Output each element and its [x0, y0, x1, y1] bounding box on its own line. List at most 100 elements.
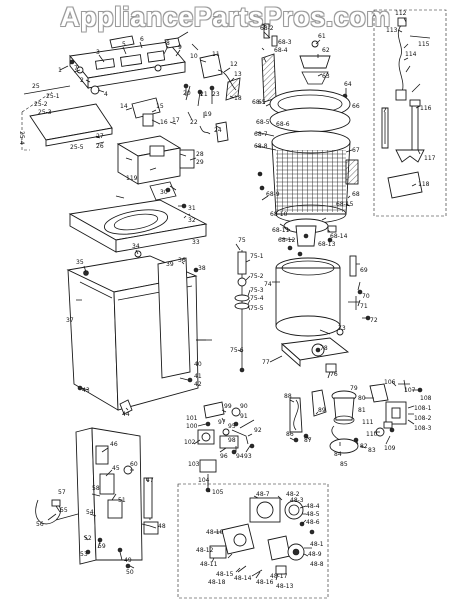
label-117: 117 — [424, 155, 436, 162]
label-25-3: 25-3 — [38, 109, 52, 116]
label-112: 112 — [395, 10, 407, 17]
label-91: 91 — [240, 413, 248, 420]
label-42: 42 — [194, 381, 202, 388]
label-56: 56 — [36, 521, 44, 528]
label-98: 98 — [228, 437, 236, 444]
label-32: 32 — [188, 217, 196, 224]
label-48-16: 48-16 — [256, 579, 274, 586]
label-75-5: 75-5 — [250, 305, 264, 312]
label-68-3: 68-3 — [278, 39, 292, 46]
label-92: 92 — [254, 427, 262, 434]
label-109: 109 — [384, 445, 396, 452]
label-110: 110 — [366, 431, 378, 438]
label-75-1: 75-1 — [250, 253, 264, 260]
label-68-4: 68-4 — [274, 47, 288, 54]
label-48-7: 48-7 — [256, 491, 270, 498]
label-85: 85 — [340, 461, 348, 468]
label-68-1: 68-1 — [252, 99, 266, 106]
label-33: 33 — [192, 239, 200, 246]
label-27: 27 — [96, 133, 104, 140]
label-63: 63 — [322, 73, 330, 80]
label-1: 1 — [58, 67, 62, 74]
watermark: AppliancePartsPros.com — [60, 2, 391, 32]
label-93: 93 — [244, 453, 252, 460]
label-90: 90 — [240, 403, 248, 410]
label-31: 31 — [188, 205, 196, 212]
label-48-14: 48-14 — [234, 575, 252, 582]
label-7: 7 — [74, 65, 78, 72]
label-48-6: 48-6 — [306, 519, 320, 526]
label-103: 103 — [188, 461, 200, 468]
label-99: 99 — [224, 403, 232, 410]
label-111: 111 — [362, 419, 374, 426]
label-48: 48 — [158, 523, 166, 530]
top-cover-and-cabinet — [66, 199, 212, 415]
control-panel-assembly — [21, 31, 241, 219]
label-57: 57 — [58, 489, 66, 496]
label-15: 15 — [156, 103, 164, 110]
label-48-11: 48-11 — [200, 561, 218, 568]
label-47: 47 — [146, 477, 154, 484]
label-48-4: 48-4 — [306, 503, 320, 510]
label-81: 81 — [358, 407, 366, 414]
label-46: 46 — [110, 441, 118, 448]
label-61: 61 — [318, 33, 326, 40]
label-108-2: 108-2 — [414, 415, 432, 422]
label-48-18: 48-18 — [208, 579, 226, 586]
label-88: 88 — [284, 393, 292, 400]
label-77: 77 — [262, 359, 270, 366]
label-113: 113 — [386, 27, 398, 34]
label-28: 28 — [196, 151, 204, 158]
label-25: 25 — [32, 83, 40, 90]
label-43: 43 — [82, 387, 90, 394]
label-68-9: 68-9 — [266, 191, 280, 198]
inner-basket-assembly — [257, 23, 359, 257]
part-number-labels: 112 113 114 115 116 117 118 1 2 3 4 5 6 … — [18, 10, 436, 590]
label-48-8: 48-8 — [310, 561, 324, 568]
label-34: 34 — [132, 243, 140, 250]
label-96: 96 — [220, 453, 228, 460]
label-45: 45 — [112, 465, 120, 472]
label-68-10: 68-10 — [270, 211, 288, 218]
label-68-13: 68-13 — [318, 241, 336, 248]
label-16: 16 — [160, 119, 168, 126]
label-116: 116 — [420, 105, 432, 112]
label-39: 39 — [166, 261, 174, 268]
label-35: 35 — [76, 259, 84, 266]
label-115: 115 — [418, 41, 430, 48]
label-72: 72 — [370, 317, 378, 324]
label-118: 118 — [418, 181, 430, 188]
label-25-4: 25-4 — [18, 131, 25, 145]
label-50: 50 — [126, 569, 134, 576]
label-68-14: 68-14 — [330, 233, 348, 240]
label-26: 26 — [96, 143, 104, 150]
label-119: 119 — [126, 175, 138, 182]
label-69: 69 — [360, 267, 368, 274]
label-80: 80 — [358, 395, 366, 402]
label-10: 10 — [190, 53, 198, 60]
leader-lines — [47, 17, 421, 581]
label-23: 23 — [212, 91, 220, 98]
drain-motor-box — [177, 483, 329, 599]
hose-accessory-box — [373, 9, 447, 217]
drive-motor-clutch — [289, 379, 423, 454]
label-67: 67 — [352, 147, 360, 154]
label-84: 84 — [334, 451, 342, 458]
label-108-3: 108-3 — [414, 425, 432, 432]
label-68-6: 68-6 — [276, 121, 290, 128]
label-102: 102 — [184, 439, 196, 446]
label-62: 62 — [322, 47, 330, 54]
label-114: 114 — [405, 51, 417, 58]
label-55: 55 — [60, 507, 68, 514]
label-87: 87 — [304, 437, 312, 444]
label-82: 82 — [360, 443, 368, 450]
label-107: 107 — [404, 387, 416, 394]
label-48-10: 48-10 — [206, 529, 224, 536]
valve-switch-group — [197, 401, 255, 493]
label-48-1: 48-1 — [310, 541, 324, 548]
label-66: 66 — [352, 103, 360, 110]
label-68-5: 68-5 — [256, 119, 270, 126]
label-18: 18 — [234, 95, 242, 102]
label-48-17: 48-17 — [270, 573, 288, 580]
label-29: 29 — [196, 159, 204, 166]
